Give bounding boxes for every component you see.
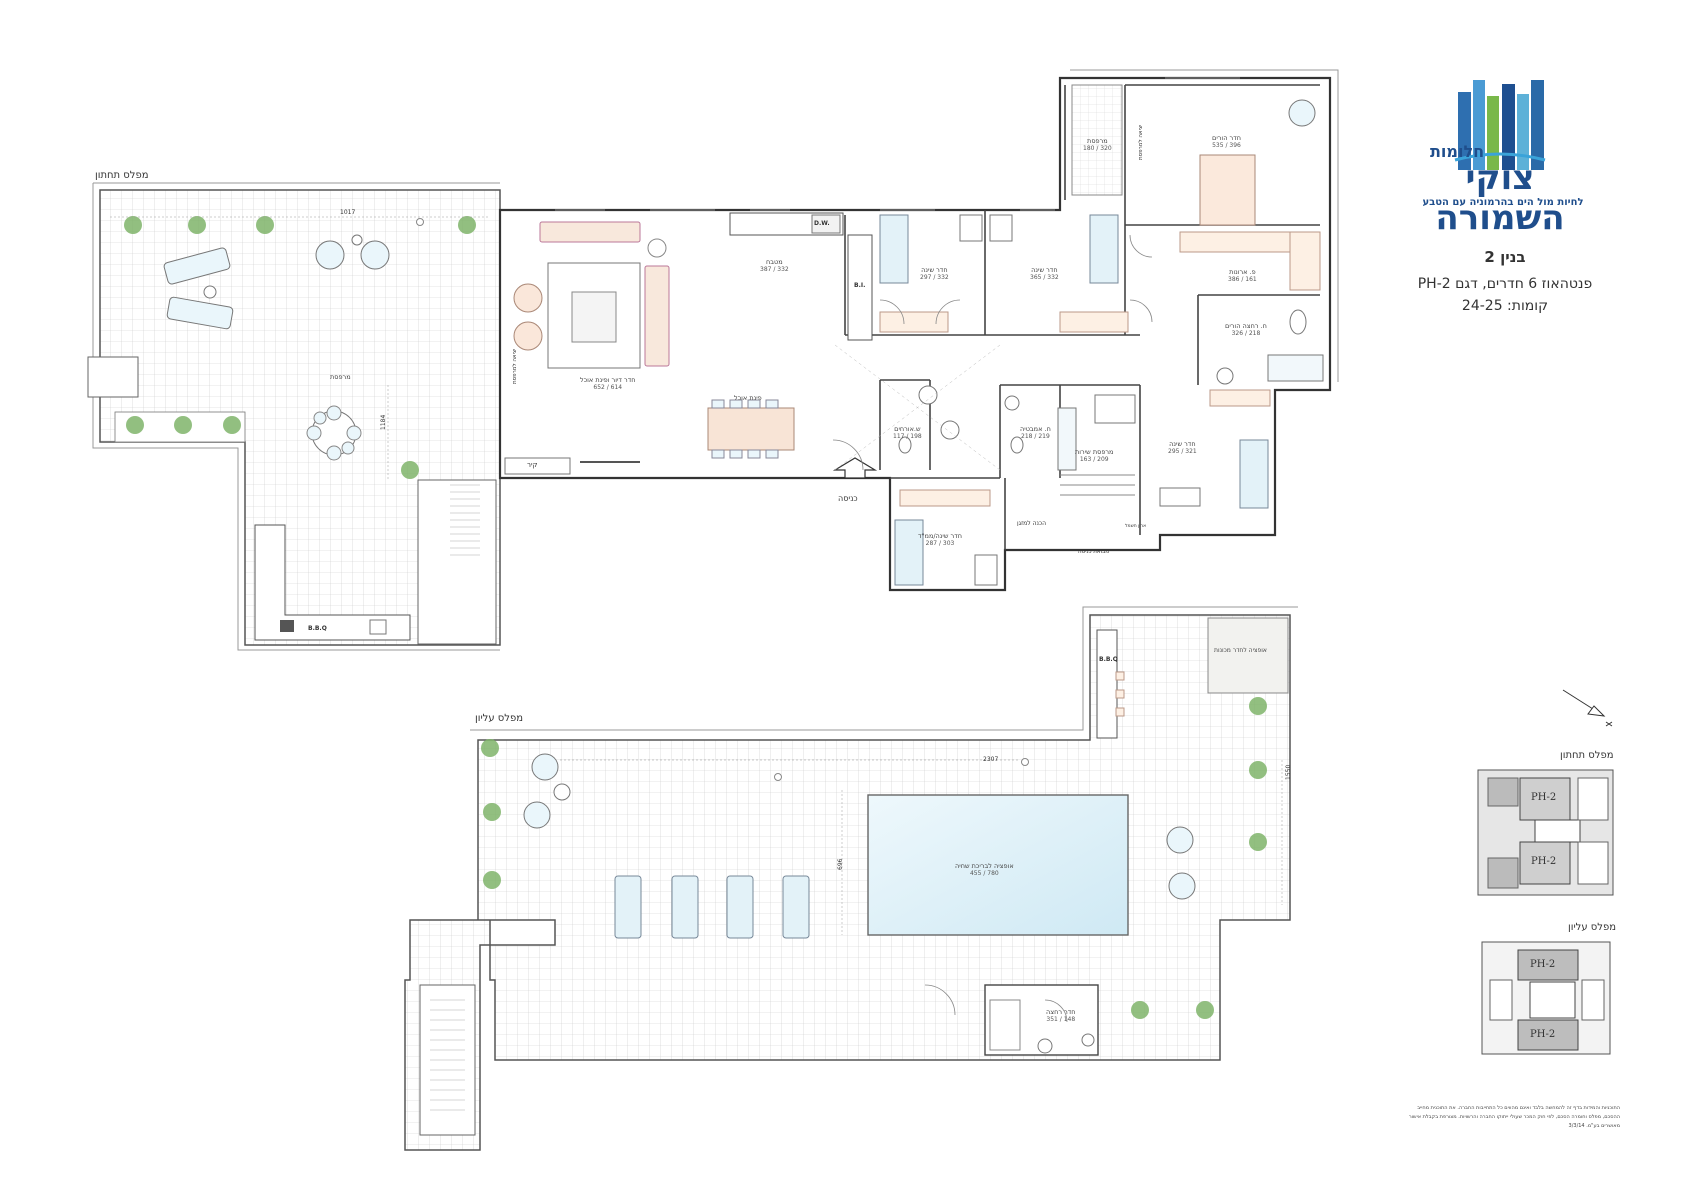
room-label-family-bath: ח. אמבטיה 218 / 219 [1020,425,1051,440]
room-label-parents-bath: ח. רחצה הורים 326 / 218 [1225,322,1267,337]
disclaimer: התוכניות והמידות בדף זה להמחשה בלבד ואינ… [1408,1105,1620,1129]
room-name: חדר הורים [1212,134,1241,142]
room-dim: 287 / 303 [925,540,955,547]
level-upper-label: מפלס עליון [475,713,524,724]
ac-preparation-label: הכנה למזגן [1017,520,1046,527]
room-label-service-balcony: מרפסת שירות 163 / 209 [1075,448,1113,463]
room-label-bedroom-2: חדר שינה 365 / 332 [1030,266,1059,281]
key-plan-unit: PH-2 [1531,792,1557,803]
north-arrow-icon [1562,689,1613,727]
room-name: פ. ארונות [1229,268,1256,276]
key-plan-lower [1477,769,1614,896]
key-plan-unit: PH-2 [1531,856,1557,867]
room-label-small-balcony: מרפסת 180 / 320 [1083,137,1112,152]
lower-terrace [87,182,501,651]
room-label-master: חדר הורים 535 / 396 [1212,134,1241,149]
room-dim: 297 / 332 [920,274,949,281]
apartment [498,69,1339,592]
room-label-safe-room: חדר שינה/ממ"ד 287 / 303 [918,532,962,547]
electric-cabinet-label: ארון חשמל [1125,524,1147,529]
dimension-label: 1017 [340,209,356,216]
room-dim: 295 / 321 [1168,448,1197,455]
room-label-kitchen: מטבח 387 / 332 [760,258,789,273]
room-label-pool: אופציה לבריכת שחיה 455 / 780 [955,862,1014,877]
floors-label: קומות: 24-25 [1461,298,1549,314]
dishwasher-label: D.W. [814,220,830,227]
dimension-label: 696 [837,858,844,870]
room-dim: 117 / 198 [893,433,922,440]
room-label-upper-bath: חדר רחצה 351 / 148 [1046,1008,1076,1023]
room-label-dressing: פ. ארונות 386 / 161 [1228,268,1257,283]
room-label-machine-room: אופציה לחדר מכונות [1214,647,1267,654]
wall-label: קיר [527,461,538,469]
room-dim: 351 / 148 [1046,1016,1076,1023]
room-label-guest-wc: ש.אורחים 117 / 198 [893,425,922,440]
room-dim: 365 / 332 [1030,274,1059,281]
room-name: ח. אמבטיה [1020,425,1051,433]
brand-name: צוקי השמורה [1435,158,1565,238]
room-dim: 180 / 320 [1083,145,1112,152]
room-name: מרפסת שירות [1075,448,1114,456]
key-plan-unit: PH-2 [1530,959,1556,970]
room-label-bedroom-3: חדר שינה 295 / 321 [1168,440,1197,455]
room-dim: 652 / 614 [593,384,623,391]
room-name: חדר שינה/ממ"ד [918,532,962,540]
key-plan-lower-title: מפלס תחתון [1560,750,1614,761]
room-name: חדר שינה [921,266,948,274]
room-name: חדר שינה [1169,440,1196,448]
exit-terrace-label: יציאה למרפסת [512,348,518,384]
dimension-label: 1550 [1285,764,1292,780]
room-label-terrace: מרפסת [330,373,351,381]
room-dim: 326 / 218 [1231,330,1261,337]
room-label-living: חדר דיור ופינת אוכל 652 / 614 [580,376,636,391]
room-name: אופציה לבריכת שחיה [955,862,1014,870]
level-lower-label: מפלס תחתון [95,170,149,181]
logo-towers [1454,80,1546,170]
key-plan-upper-title: מפלס עליון [1568,922,1617,933]
room-dim: 218 / 219 [1021,433,1050,440]
entry-lobby-label: מבואת כניסה [1078,549,1109,555]
bbq-label: B.B.Q [308,625,327,632]
room-name: ש.אורחים [894,425,921,433]
room-dim: 455 / 780 [969,870,999,877]
key-plan-unit: PH-2 [1530,1029,1556,1040]
brand-name-small: חלומות [1430,142,1485,161]
apartment-type: פנטהאוז 6 חדרים, דגם PH-2 [1417,276,1593,292]
room-dim: 535 / 396 [1212,142,1241,149]
key-plan-upper [1481,941,1611,1055]
exit-balcony-label: יציאה למרפסת [1138,124,1144,160]
room-name: חדר דיור ופינת אוכל [580,376,636,384]
room-name: חדר שינה [1031,266,1058,274]
entrance-label: כניסה [838,494,858,503]
brand-slogan: לחיות מול הים בהרמוניה עם הטבע [1422,197,1584,208]
room-dim: 387 / 332 [760,266,789,273]
dimension-label: 2307 [983,756,999,763]
room-name: חדר רחצה [1046,1008,1076,1016]
room-name: מרפסת [1087,137,1108,145]
room-dim: 386 / 161 [1228,276,1257,283]
built-in-label: B.I. [854,282,866,289]
room-name: ח. רחצה הורים [1225,322,1267,330]
bbq-label: B.B.Q [1099,656,1118,663]
dimension-label: 1184 [380,414,387,430]
room-dim: 163 / 209 [1079,456,1109,463]
upper-terrace [404,606,1298,1151]
room-name: מטבח [766,258,783,266]
room-label-bedroom-1: חדר שינה 297 / 332 [920,266,949,281]
room-label-dining: פינת אוכל [734,394,762,402]
building-label: בנין 2 [1484,248,1526,266]
